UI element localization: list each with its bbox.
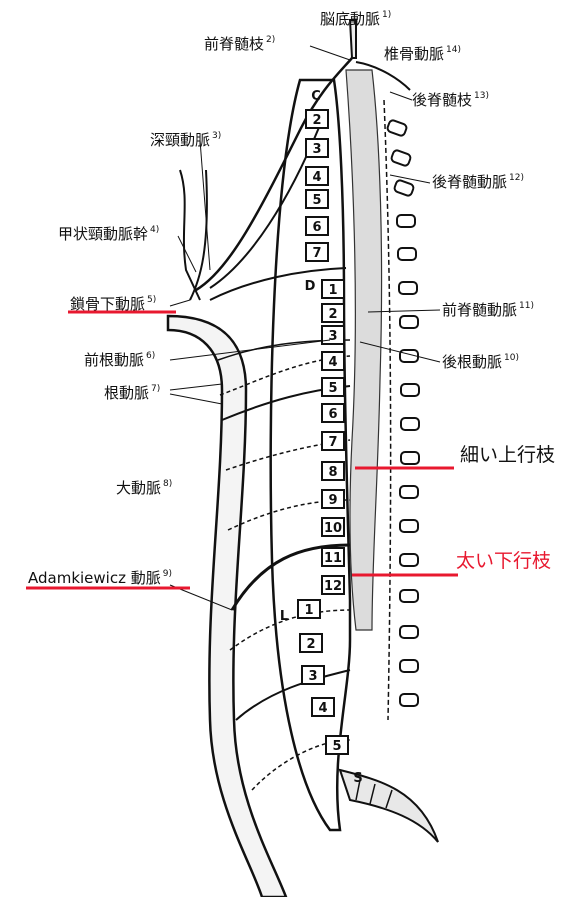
- seg-d9: 9: [328, 493, 337, 508]
- region-s: S: [353, 771, 362, 786]
- spinal-cord: [346, 70, 382, 630]
- seg-c3: 3: [312, 142, 321, 157]
- annotation-thin-ascending-branch: 細い上行枝: [460, 446, 555, 465]
- seg-c7: 7: [312, 246, 321, 261]
- seg-d3: 3: [328, 329, 337, 344]
- seg-d5: 5: [328, 381, 337, 396]
- seg-d1: 1: [328, 283, 337, 298]
- annotation-thick-descending-branch: 太い下行枝: [456, 552, 551, 571]
- region-d: D: [305, 279, 316, 294]
- seg-l5: 5: [332, 739, 341, 754]
- seg-c5: 5: [312, 193, 321, 208]
- region-l: L: [280, 609, 288, 624]
- seg-d8: 8: [328, 465, 337, 480]
- vertebral-arches: [386, 119, 419, 706]
- seg-c6: 6: [312, 220, 321, 235]
- seg-d11: 11: [324, 551, 342, 566]
- seg-d7: 7: [328, 435, 337, 450]
- seg-c4: 4: [312, 170, 321, 185]
- region-c: C: [311, 89, 321, 104]
- seg-c2: 2: [312, 113, 321, 128]
- seg-l2: 2: [306, 637, 315, 652]
- seg-l4: 4: [318, 701, 327, 716]
- seg-l3: 3: [308, 669, 317, 684]
- seg-l1: 1: [304, 603, 313, 618]
- subclavian-artery: [190, 170, 207, 300]
- seg-d10: 10: [324, 521, 342, 536]
- seg-d12: 12: [324, 579, 342, 594]
- seg-d2: 2: [328, 307, 337, 322]
- seg-d6: 6: [328, 407, 337, 422]
- seg-d4: 4: [328, 355, 337, 370]
